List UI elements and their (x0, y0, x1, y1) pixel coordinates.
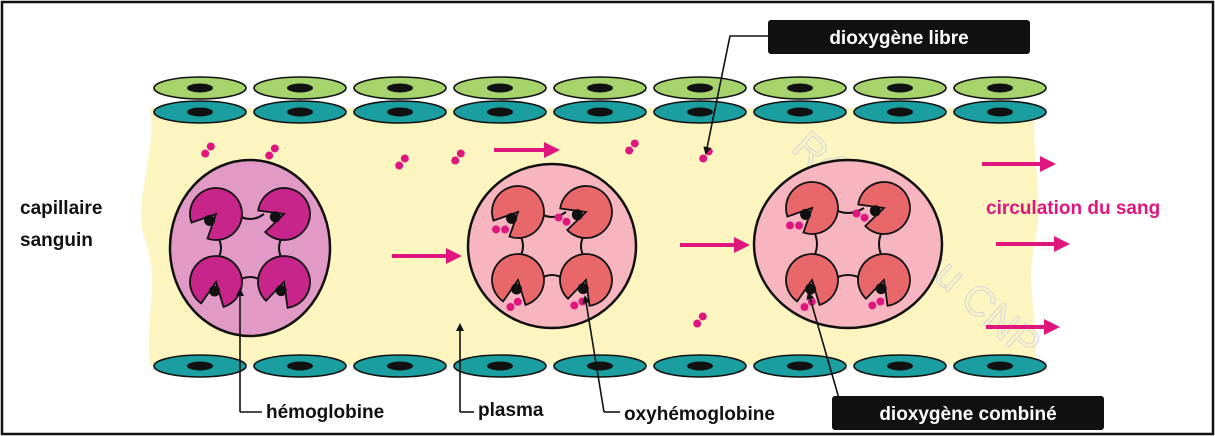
cell-nucleus (887, 84, 913, 93)
cell-nucleus (987, 108, 1013, 117)
oxygen-atom (395, 162, 403, 170)
heme-group (572, 209, 583, 220)
oxygen-atom (506, 303, 514, 311)
oxygen-atom (786, 221, 794, 229)
oxygen-atom (570, 301, 578, 309)
oxygen-atom (860, 214, 868, 222)
plasma-label: plasma (478, 400, 544, 421)
cell-nucleus (887, 108, 913, 117)
red-blood-cell-oxygenated (754, 160, 942, 328)
flow-arrow-head (1054, 236, 1070, 252)
capillary-label-line1: capillaire (20, 198, 102, 219)
heme-group (204, 215, 215, 226)
cell-nucleus (187, 362, 213, 371)
flow-arrow-head (1040, 156, 1056, 172)
cell-nucleus (787, 84, 813, 93)
oxygen-atom (514, 298, 522, 306)
cell-nucleus (187, 108, 213, 117)
heme-group (209, 285, 220, 296)
heme-group (270, 211, 281, 222)
red-blood-cell-oxygenated (468, 164, 636, 328)
hemoglobin-label: hémoglobine (266, 402, 384, 423)
endothelium-bottom-row (154, 355, 1046, 377)
oxygen-atom (265, 152, 273, 160)
heme-group (506, 213, 517, 224)
cell-nucleus (587, 84, 613, 93)
oxygen-atom (631, 139, 639, 147)
cell-nucleus (987, 362, 1013, 371)
oxygen-atom (705, 147, 713, 155)
oxygen-atom (853, 210, 861, 218)
cell-nucleus (987, 84, 1013, 93)
cell-nucleus (687, 108, 713, 117)
heme-group (511, 283, 522, 294)
cell-nucleus (387, 108, 413, 117)
cell-nucleus (387, 362, 413, 371)
oxygen-atom (207, 142, 215, 150)
cell-nucleus (687, 84, 713, 93)
heme-group (578, 283, 589, 294)
oxygen-atom (451, 157, 459, 165)
cell-nucleus (587, 108, 613, 117)
oxyhemoglobin-label: oxyhémoglobine (624, 404, 775, 425)
oxygen-atom (271, 144, 279, 152)
heme-group (876, 283, 887, 294)
oxygen-atom (555, 214, 563, 222)
oxygen-atom (868, 301, 876, 309)
oxygen-atom (795, 222, 803, 230)
oxygen-atom (699, 312, 707, 320)
oxygen-atom (492, 225, 500, 233)
cell-nucleus (287, 362, 313, 371)
oxygen-atom (562, 218, 570, 226)
cell-nucleus (487, 362, 513, 371)
bound-oxygen-label: dioxygène combiné (879, 404, 1056, 425)
oxygen-atom (201, 150, 209, 158)
red-blood-cell-deoxygenated (170, 160, 330, 336)
cell-nucleus (387, 84, 413, 93)
cell-nucleus (287, 108, 313, 117)
endothelium-inner-row (154, 101, 1046, 123)
oxygen-atom (457, 149, 465, 157)
cell-nucleus (787, 108, 813, 117)
capillary-label-line2: sanguin (20, 230, 93, 251)
oxygen-atom (699, 155, 707, 163)
cell-nucleus (487, 108, 513, 117)
flow-arrow-head (1044, 319, 1060, 335)
heme-group (800, 209, 811, 220)
heme-group (276, 285, 287, 296)
cell-nucleus (787, 362, 813, 371)
oxygen-atom (693, 320, 701, 328)
oxygen-atom (625, 147, 633, 155)
oxygen-atom (876, 298, 884, 306)
oxygen-atom (401, 154, 409, 162)
cell-nucleus (287, 84, 313, 93)
cell-nucleus (887, 362, 913, 371)
oxygen-atom (578, 298, 586, 306)
oxygen-atom (501, 226, 509, 234)
heme-group (805, 283, 816, 294)
heme-group (870, 205, 881, 216)
free-oxygen-label: dioxygène libre (829, 28, 968, 49)
blood-flow-label: circulation du sang (986, 198, 1160, 219)
cell-nucleus (187, 84, 213, 93)
cell-nucleus (487, 84, 513, 93)
endothelium-outer-row (154, 77, 1046, 99)
cell-nucleus (687, 362, 713, 371)
cell-nucleus (587, 362, 613, 371)
oxygen-atom (800, 303, 808, 311)
